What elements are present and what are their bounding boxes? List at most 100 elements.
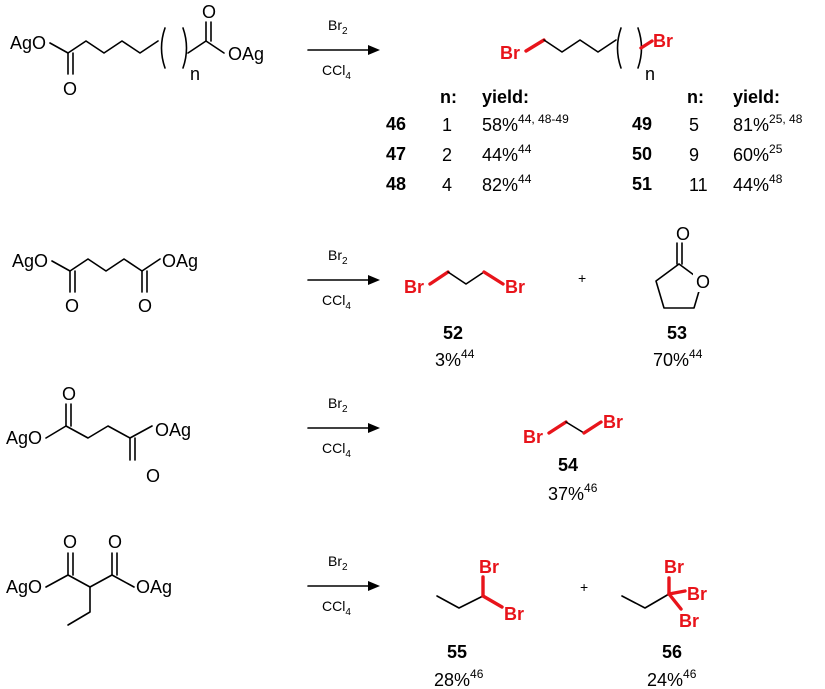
oxygen-label: O <box>65 296 79 316</box>
compound-number: 46 <box>386 114 406 134</box>
column-header-n: n: <box>687 87 704 107</box>
oag-label: OAg <box>162 251 198 271</box>
column-header-yield: yield: <box>733 87 780 107</box>
c-br-bond <box>667 592 683 611</box>
yield-value: 58%44, 48-49 <box>482 112 569 135</box>
table-row: 48 4 82%44 <box>386 172 532 195</box>
chain-bonds <box>45 574 135 588</box>
oxygen-label: O <box>696 272 710 292</box>
n-value: 5 <box>689 115 699 135</box>
oxygen-label: O <box>108 532 122 552</box>
c-br-bond <box>481 594 504 609</box>
yield-value: 70%44 <box>653 347 703 370</box>
compound-number: 47 <box>386 144 406 164</box>
compound-number: 52 <box>443 323 463 343</box>
column-header-n: n: <box>440 87 457 107</box>
reagent-br2: Br2 <box>328 553 348 573</box>
reaction-3-arrow: Br2 CCl4 <box>307 395 380 460</box>
compound-number: 48 <box>386 174 406 194</box>
table-row: 50 9 60%25 <box>632 142 783 165</box>
bromine-label: Br <box>504 604 524 624</box>
reaction-1-product: Br n Br <box>500 27 673 84</box>
yield-value: 81%25, 48 <box>733 112 803 135</box>
repeat-index: n <box>645 64 655 84</box>
compound-number: 53 <box>667 323 687 343</box>
ago-label: AgO <box>10 33 46 53</box>
oxygen-label: O <box>63 79 77 99</box>
product-54: Br Br 54 37%46 <box>523 412 623 504</box>
reaction-2-arrow: Br2 CCl4 <box>307 247 380 312</box>
reagent-br2: Br2 <box>328 247 348 267</box>
bromine-label: Br <box>603 412 623 432</box>
c-br-bond <box>582 420 603 435</box>
reaction-arrow-head <box>368 275 380 285</box>
bromine-label: Br <box>687 584 707 604</box>
bromine-label: Br <box>500 43 520 63</box>
reagent-ccl4: CCl4 <box>322 598 351 618</box>
chain-bonds <box>51 258 161 272</box>
product-52: Br Br 52 3%44 <box>404 270 525 370</box>
compound-number: 55 <box>447 642 467 662</box>
yield-value: 3%44 <box>435 347 475 370</box>
yield-table: n: yield: n: yield: 46 1 58%44, 48-49 47… <box>386 87 803 195</box>
oxygen-label: O <box>146 466 160 486</box>
reagent-br2: Br2 <box>328 395 348 415</box>
bromine-label: Br <box>679 611 699 631</box>
bromine-label: Br <box>505 277 525 297</box>
plus-sign: + <box>580 579 588 595</box>
ring-oxygen-backdrop <box>693 270 713 292</box>
reaction-arrow-head <box>368 581 380 591</box>
ago-label: AgO <box>6 428 42 448</box>
product-55: Br Br 55 28%46 <box>434 557 524 689</box>
c-br-bond <box>482 270 505 286</box>
compound-number: 51 <box>632 174 652 194</box>
chain-bonds <box>187 40 225 54</box>
compound-number: 56 <box>662 642 682 662</box>
oxygen-label: O <box>62 384 76 404</box>
reaction-3-reactant: AgO O O OAg <box>6 384 191 486</box>
oag-label: OAg <box>155 420 191 440</box>
table-row: 46 1 58%44, 48-49 <box>386 112 569 135</box>
product-56: Br Br Br 56 24%46 <box>621 557 707 689</box>
repeat-bracket-left <box>616 27 622 69</box>
reaction-1-reactant: AgO O n O OAg <box>10 2 264 99</box>
n-value: 2 <box>442 145 452 165</box>
reaction-1-arrow: Br2 CCl4 <box>307 17 380 82</box>
compound-number: 50 <box>632 144 652 164</box>
reaction-arrow-head <box>368 423 380 433</box>
yield-value: 44%44 <box>482 142 532 165</box>
reagent-ccl4: CCl4 <box>322 292 351 312</box>
bromine-label: Br <box>404 277 424 297</box>
repeat-bracket-left <box>160 27 166 69</box>
oxygen-label: O <box>138 296 152 316</box>
c-c-bond <box>565 421 585 434</box>
compound-number: 54 <box>558 455 578 475</box>
reagent-ccl4: CCl4 <box>322 440 351 460</box>
c-br-bond <box>524 38 546 53</box>
oxygen-label: O <box>676 224 690 244</box>
yield-value: 37%46 <box>548 481 598 504</box>
chain-bonds <box>436 595 484 609</box>
bromine-label: Br <box>664 557 684 577</box>
reaction-arrow-head <box>368 45 380 55</box>
plus-sign: + <box>578 270 586 286</box>
oag-label: OAg <box>136 577 172 597</box>
reaction-4-arrow: Br2 CCl4 <box>307 553 380 618</box>
chain-bonds <box>621 593 670 609</box>
column-header-yield: yield: <box>482 87 529 107</box>
c-br-bond <box>428 270 450 286</box>
compound-number: 49 <box>632 114 652 134</box>
ago-label: AgO <box>12 251 48 271</box>
chain-bonds <box>45 425 153 439</box>
table-row: 47 2 44%44 <box>386 142 532 165</box>
product-53: O O 53 70%44 <box>653 224 713 370</box>
bromine-label: Br <box>523 427 543 447</box>
c-br-bond <box>667 589 687 596</box>
reaction-4-reactant: AgO O O OAg <box>6 532 172 626</box>
table-row: 51 11 44%48 <box>632 172 783 195</box>
c-br-bond <box>639 39 654 50</box>
chain-bonds <box>447 271 485 285</box>
repeat-bracket-right <box>182 27 188 69</box>
yield-value: 44%48 <box>733 172 783 195</box>
